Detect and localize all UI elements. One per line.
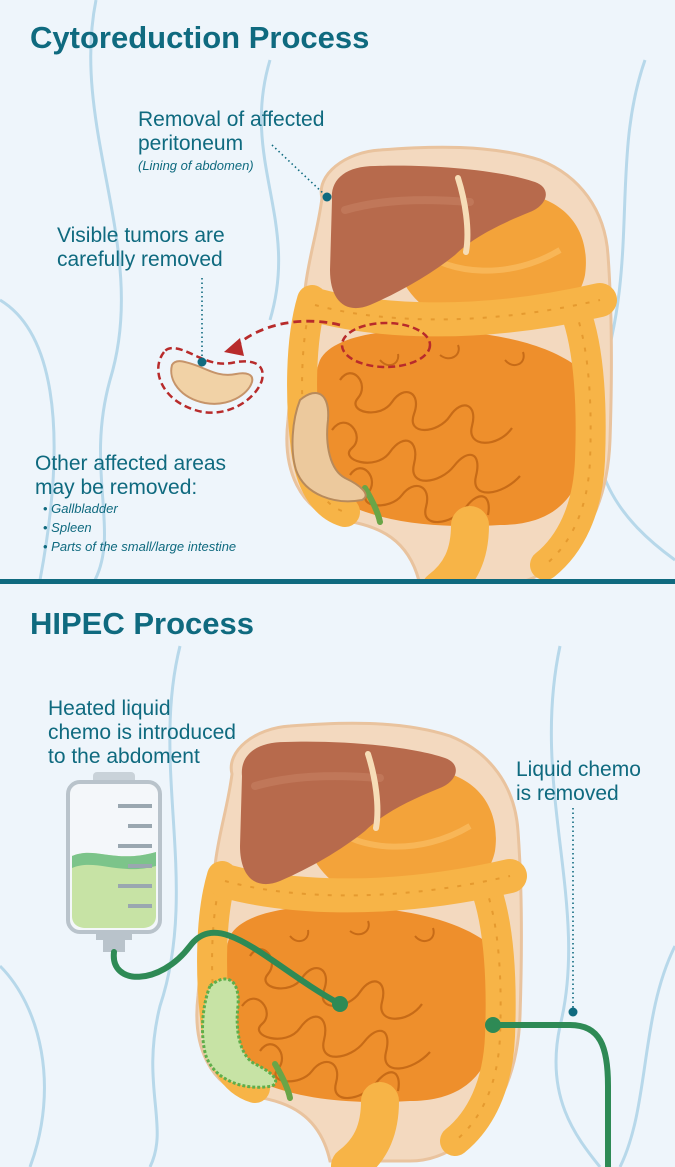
- other-areas-label-line2: may be removed:: [35, 476, 198, 499]
- background-wave: [618, 945, 675, 1167]
- peritoneum-label-line2: peritoneum: [138, 132, 244, 155]
- other-areas-list: Gallbladder Spleen Parts of the small/la…: [43, 499, 236, 556]
- inflow-tube-end: [332, 996, 348, 1012]
- chemo-removed-label-line1: Liquid chemo: [516, 758, 641, 781]
- cytoreduction-panel: Cytoreduction Process Removal of affecte…: [0, 0, 675, 580]
- abdominal-organs: [287, 147, 611, 580]
- tumors-label-line1: Visible tumors are: [57, 224, 225, 247]
- heated-chemo-label-line3: to the abdoment: [48, 745, 200, 768]
- peritoneum-sublabel: (Lining of abdomen): [138, 158, 254, 173]
- list-item: Gallbladder: [43, 499, 236, 518]
- arrow-head-icon: [224, 338, 244, 356]
- background-wave: [259, 59, 281, 321]
- list-item: Spleen: [43, 518, 236, 537]
- pancreas-tissue: [291, 391, 367, 503]
- section-divider: [0, 579, 675, 584]
- tumor-outline-in-place: [340, 321, 432, 369]
- list-item: Parts of the small/large intestine: [43, 537, 236, 556]
- other-areas-label-line1: Other affected areas: [35, 452, 227, 475]
- hipec-panel: HIPEC Process Heated liquid chemo is int…: [0, 586, 675, 1167]
- inflow-tube: [110, 930, 343, 1007]
- peritoneum-leader-dot: [322, 192, 332, 202]
- peritoneum-leader-line: [271, 144, 326, 196]
- chemo-coated-tissue: [201, 977, 278, 1089]
- heated-chemo-label-line2: chemo is introduced: [48, 721, 236, 744]
- background-wave: [549, 645, 602, 1167]
- outflow-tube: [490, 1022, 611, 1167]
- iv-bag: [66, 772, 162, 952]
- peritoneum-label-line1: Removal of affected: [138, 108, 325, 131]
- background-wave: [148, 645, 182, 1167]
- heated-chemo-label-line1: Heated liquid: [48, 697, 171, 720]
- background-wave: [0, 964, 46, 1167]
- tumor-leader-dot: [197, 357, 207, 367]
- cytoreduction-illustration: [0, 0, 675, 580]
- removal-leader-dot: [568, 1007, 578, 1017]
- cytoreduction-title: Cytoreduction Process: [30, 20, 370, 55]
- chemo-removed-label-line2: is removed: [516, 782, 619, 805]
- tumors-label-line2: carefully removed: [57, 248, 223, 271]
- hipec-title: HIPEC Process: [30, 606, 254, 641]
- removed-tumor: [157, 346, 264, 414]
- hipec-illustration: [0, 645, 675, 1167]
